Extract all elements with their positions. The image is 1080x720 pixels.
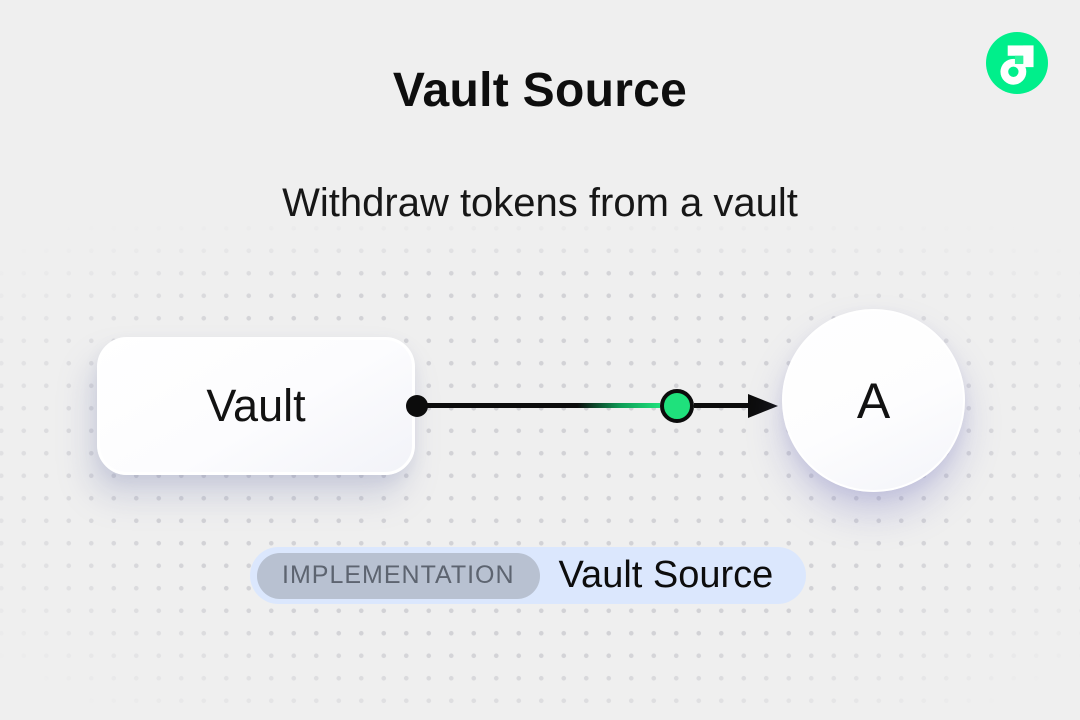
page-title: Vault Source: [392, 64, 688, 117]
implementation-name-label: Vault Source: [558, 554, 774, 596]
implementation-tag-pill: IMPLEMENTATION: [257, 552, 540, 599]
vault-node-label: Vault: [206, 380, 306, 431]
target-node: A: [782, 309, 965, 492]
implementation-tag-label: IMPLEMENTATION: [282, 561, 515, 589]
page-subtitle: Withdraw tokens from a vault: [282, 181, 798, 225]
vault-node: Vault: [97, 337, 415, 475]
target-node-label: A: [856, 372, 891, 429]
connector-line-left: [417, 403, 660, 408]
connector-line-right: [694, 403, 750, 408]
flow-logo-icon: [986, 32, 1048, 94]
connector-arrowhead-icon: [748, 394, 778, 418]
implementation-badge: IMPLEMENTATION Vault Source: [250, 547, 806, 604]
connector-mid-dot: [660, 389, 694, 423]
